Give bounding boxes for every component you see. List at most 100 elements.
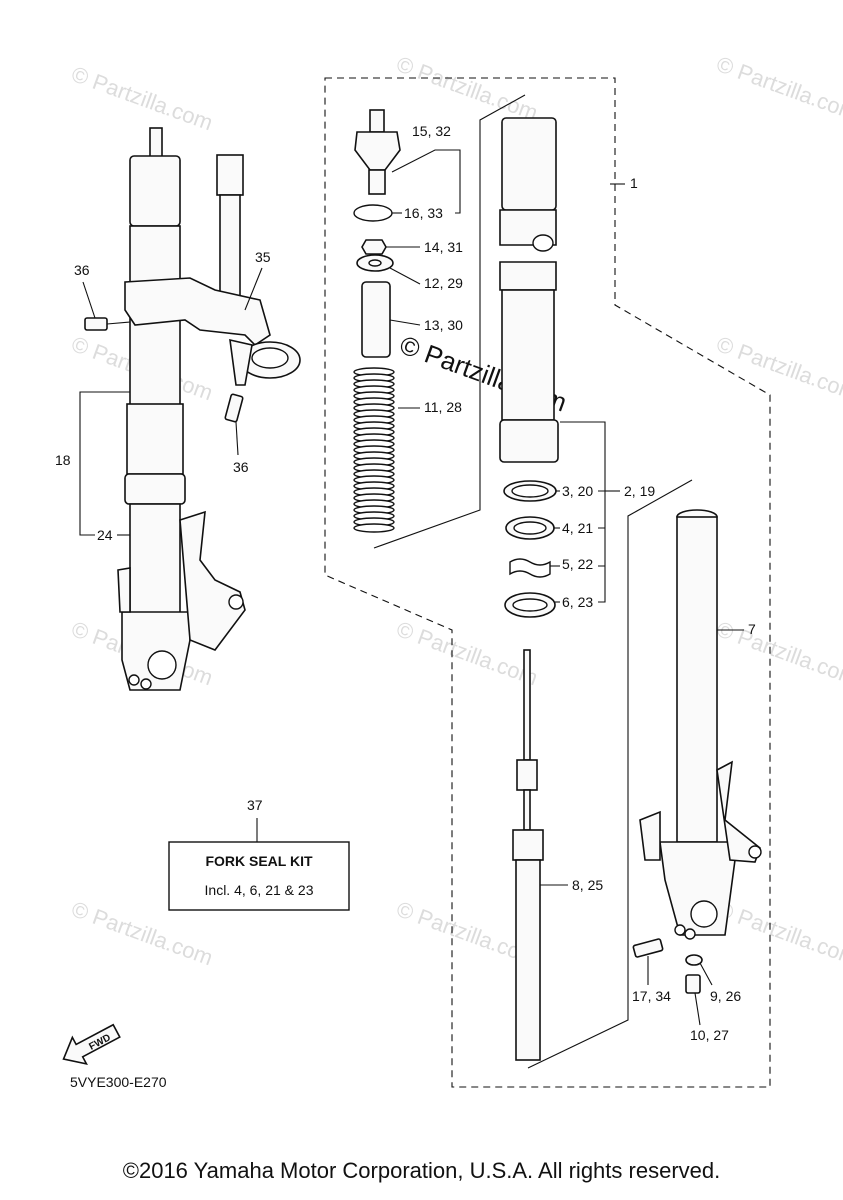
callout-12-29: 12, 29 (424, 275, 463, 291)
damper-adjuster (354, 131, 401, 171)
leader-line (106, 321, 131, 325)
fork-seal-ring (124, 473, 186, 505)
axle-hole (147, 650, 177, 680)
inner-tube (676, 516, 718, 843)
kit-contents: Incl. 4, 6, 21 & 23 (205, 882, 314, 898)
fender-mount (639, 810, 661, 861)
axle-pinch-bolt (632, 938, 664, 958)
nut (361, 239, 387, 255)
outer-tube-collar (499, 261, 557, 291)
leader-line (79, 391, 130, 460)
copyright-notice: ©2016 Yamaha Motor Corporation, U.S.A. A… (122, 1158, 721, 1183)
assembled-fork-left (84, 127, 301, 691)
pinch-bolt (224, 393, 244, 423)
callout-37: 37 (247, 797, 263, 813)
damper-piston (516, 759, 538, 791)
dust-seal-inner (511, 484, 549, 498)
callout-13-30: 13, 30 (424, 317, 463, 333)
outer-tube-top (501, 117, 557, 211)
pinch-bolt-hole (674, 924, 686, 936)
callout-11-28: 11, 28 (424, 399, 462, 415)
watermark: © Partzilla.com (393, 616, 541, 690)
inner-tube-right (632, 509, 762, 994)
axle-bore (690, 900, 718, 928)
outer-tube-bottom (499, 419, 559, 463)
fork-cap (129, 155, 181, 227)
stem-clamp-hole (251, 347, 289, 369)
leader-line (694, 992, 701, 1026)
fwd-label: FWD (87, 1032, 112, 1052)
leader-line (389, 319, 421, 326)
callout-10-27: 10, 27 (690, 1027, 729, 1043)
leader-line (699, 962, 713, 986)
callout-14-31: 14, 31 (424, 239, 463, 255)
fender-mount (117, 567, 131, 613)
watermark: © Partzilla.com (713, 616, 843, 690)
callout-1: 1 (630, 175, 638, 191)
fork-seal-kit: 37 FORK SEAL KIT Incl. 4, 6, 21 & 23 (168, 797, 350, 911)
caliper-bracket (179, 510, 246, 651)
diagram-code: 5VYE300-E270 (70, 1074, 167, 1090)
callout-4-21: 4, 21 (562, 520, 593, 536)
caliper-mount-hole (748, 845, 762, 859)
leader-line (82, 281, 96, 319)
damper-rod (523, 649, 531, 761)
callout-9-26: 9, 26 (710, 988, 741, 1004)
callout-2-19: 2, 19 (624, 483, 655, 499)
bracket-arm (229, 338, 253, 386)
damper-cylinder (515, 859, 541, 1061)
pinch-bolt-hole (684, 928, 696, 940)
oil-seal-inner (513, 521, 547, 535)
callout-15-32: 15, 32 (412, 123, 451, 139)
leader-line (373, 94, 526, 549)
leader-line (389, 267, 421, 285)
right-labels: 7 17, 34 9, 26 10, 27 (632, 621, 756, 1043)
seal-bushing-inner (512, 598, 548, 612)
fork-slider-lower (129, 503, 181, 615)
callout-7: 7 (748, 621, 756, 637)
leader-line (527, 479, 693, 1069)
leader-line (79, 460, 95, 536)
steering-stem (219, 194, 241, 301)
pinch-bolt (84, 317, 108, 331)
fwd-arrow-icon: FWD (62, 1023, 121, 1066)
damper-collar (512, 829, 544, 861)
leader-line (244, 267, 263, 311)
center-labels: 15, 32 16, 33 14, 31 12, 29 13, 30 11, 2… (373, 94, 693, 1069)
kit-box (168, 841, 350, 911)
callout-18: 18 (55, 452, 71, 468)
fork-slider-upper (126, 403, 184, 475)
group-outline-upper (324, 77, 771, 1088)
caliper-mount-hole (228, 594, 244, 610)
outer-tube-body (501, 289, 555, 421)
callout-24: 24 (97, 527, 113, 543)
spacer-pipe (361, 281, 391, 358)
fork-cap-bolt (149, 127, 163, 159)
washer (685, 954, 703, 966)
leader-line (560, 421, 606, 603)
watermark: © Partzilla.com (393, 51, 541, 125)
stem-thread (216, 154, 244, 196)
leader-line (598, 490, 605, 567)
callout-8-25: 8, 25 (572, 877, 603, 893)
callout-36-top: 36 (74, 262, 90, 278)
adjuster-rod (368, 169, 386, 195)
leader-line (235, 421, 239, 456)
clamp-bolt (140, 678, 152, 690)
left-labels: 36 35 36 18 24 (55, 249, 271, 543)
clip (509, 558, 551, 578)
leader-line (391, 149, 461, 214)
callout-6-23: 6, 23 (562, 594, 593, 610)
watermark: © Partzilla.com (68, 61, 216, 135)
kit-title: FORK SEAL KIT (205, 853, 313, 869)
washer-hole (368, 259, 382, 267)
callout-35: 35 (255, 249, 271, 265)
under-bracket (124, 277, 271, 347)
fork-spring (353, 367, 395, 533)
damper-rod-lower (523, 789, 531, 831)
drain-bolt (685, 974, 701, 994)
spring-coil (353, 523, 395, 533)
tube-slot (532, 234, 554, 252)
callout-16-33: 16, 33 (404, 205, 443, 221)
